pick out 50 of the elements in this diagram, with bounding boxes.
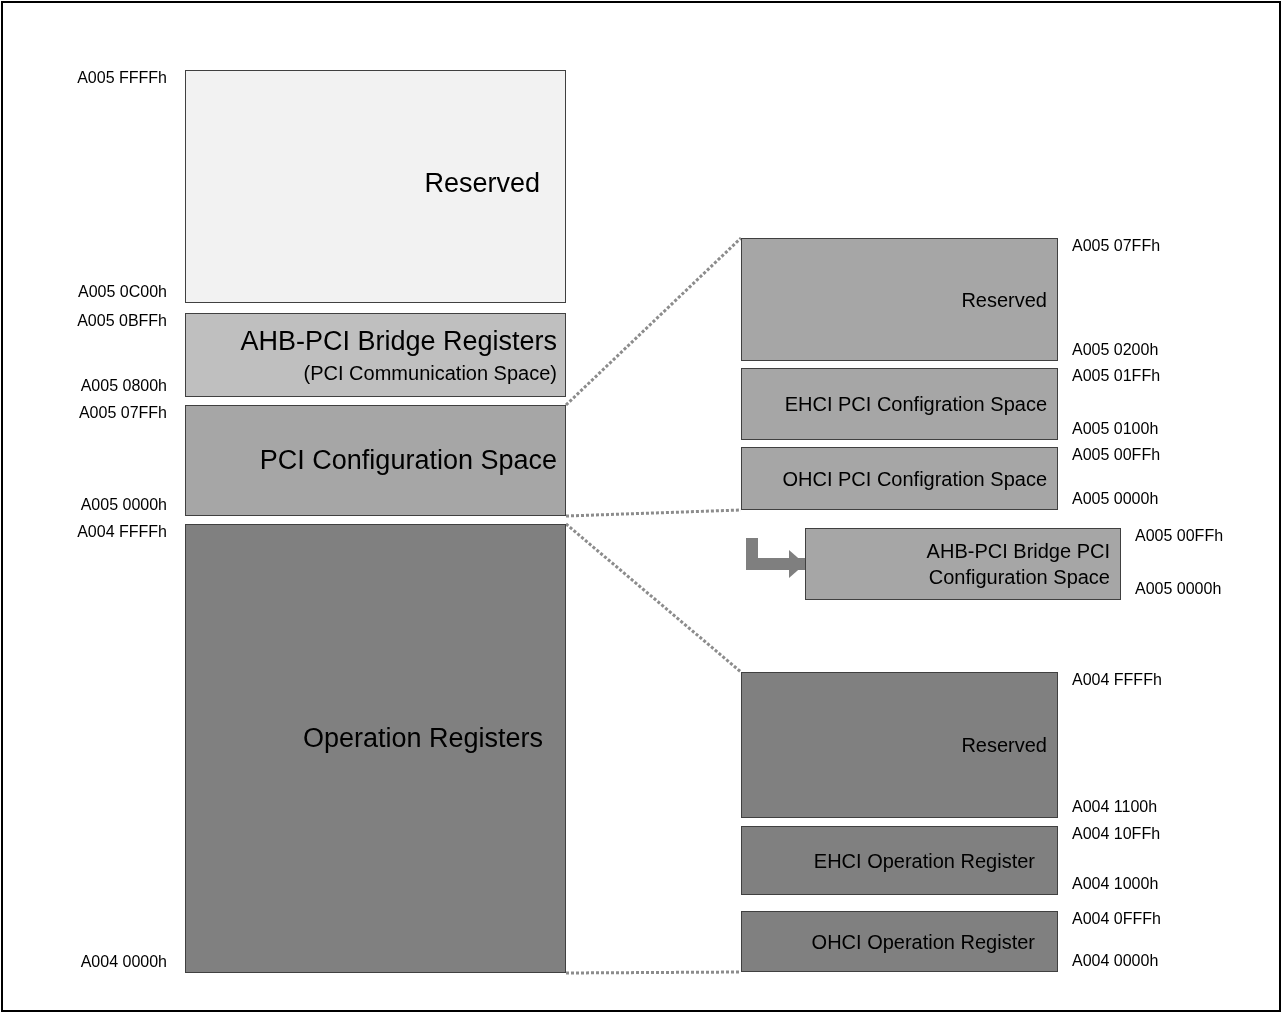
memory-region-box [741, 238, 1058, 361]
address-label: A005 0000h [80, 496, 167, 514]
region-name: Operation Registers [302, 721, 543, 755]
region-name: Reserved [961, 287, 1047, 313]
region-subtitle: (PCI Communication Space) [303, 360, 557, 386]
memory-region-box [741, 368, 1058, 440]
address-label: A005 07FFh [78, 404, 167, 422]
address-label: A005 0800h [80, 377, 167, 395]
address-label: A005 FFFFh [77, 69, 167, 87]
region-name: EHCI Operation Register [813, 848, 1035, 874]
address-label: A005 00FFh [1072, 446, 1161, 464]
region-name: AHB-PCI Bridge Registers [240, 325, 557, 359]
expansion-line [565, 508, 742, 518]
address-label: A004 1100h [1072, 798, 1158, 816]
region-name: OHCI Operation Register [811, 929, 1035, 955]
address-label: A005 01FFh [1072, 367, 1161, 385]
memory-region-box [741, 826, 1058, 895]
address-label: A004 0FFFh [1072, 910, 1161, 928]
region-name: PCI Configuration Space [259, 443, 557, 477]
expansion-line [564, 236, 743, 407]
expansion-line [566, 970, 741, 975]
address-label: A004 10FFh [1072, 825, 1161, 843]
address-label: A004 FFFFh [1072, 671, 1162, 689]
memory-region-box [805, 528, 1121, 600]
address-label: A005 0200h [1072, 341, 1159, 359]
address-label: A005 0000h [1135, 580, 1222, 598]
region-name: Reserved [424, 167, 540, 201]
bent-arrow [746, 538, 805, 578]
memory-region-box [185, 405, 566, 516]
region-name: AHB-PCI Bridge PCI Configuration Space [925, 539, 1110, 590]
address-label: A005 0BFFh [77, 312, 167, 330]
region-name: EHCI PCI Configration Space [784, 392, 1047, 417]
address-label: A004 FFFFh [77, 523, 167, 541]
address-label: A004 0000h [1072, 952, 1159, 970]
memory-region-box [741, 911, 1058, 972]
address-label: A004 1000h [1072, 875, 1159, 893]
memory-region-box [741, 447, 1058, 510]
region-name: OHCI PCI Configration Space [782, 466, 1047, 492]
address-label: A005 0C00h [78, 283, 167, 301]
memory-region-box [185, 313, 566, 397]
memory-region-box [185, 70, 566, 303]
memory-region-box [741, 672, 1058, 818]
address-label: A005 00FFh [1135, 527, 1224, 545]
address-label: A004 0000h [80, 953, 167, 971]
memory-region-box [185, 524, 566, 973]
address-label: A005 0100h [1072, 420, 1159, 438]
region-name: Reserved [961, 733, 1047, 758]
address-label: A005 07FFh [1072, 237, 1161, 255]
expansion-line [565, 522, 742, 674]
address-label: A005 0000h [1072, 490, 1159, 508]
